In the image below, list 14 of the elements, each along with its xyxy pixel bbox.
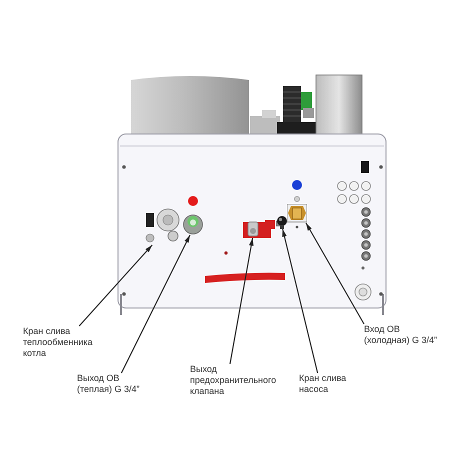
outlet-bracket	[243, 220, 275, 238]
part-label: Кран слива насоса	[299, 373, 361, 395]
part-label: Выход предохранительного клапана	[190, 364, 290, 397]
part-label: Кран слива теплообменника котла	[23, 326, 101, 359]
leader-line	[229, 238, 254, 364]
leader-line	[282, 228, 318, 374]
brass-fitting	[287, 204, 307, 223]
part-label: Вход ОВ (холодная) G 3/4”	[364, 324, 446, 346]
leader-line	[120, 234, 190, 374]
pipe-fitting	[183, 214, 203, 235]
leader-line	[306, 222, 364, 324]
drain-knob	[276, 216, 287, 229]
leader-line	[78, 244, 153, 326]
part-label: Выход ОВ (теплая) G 3/4”	[77, 373, 151, 395]
